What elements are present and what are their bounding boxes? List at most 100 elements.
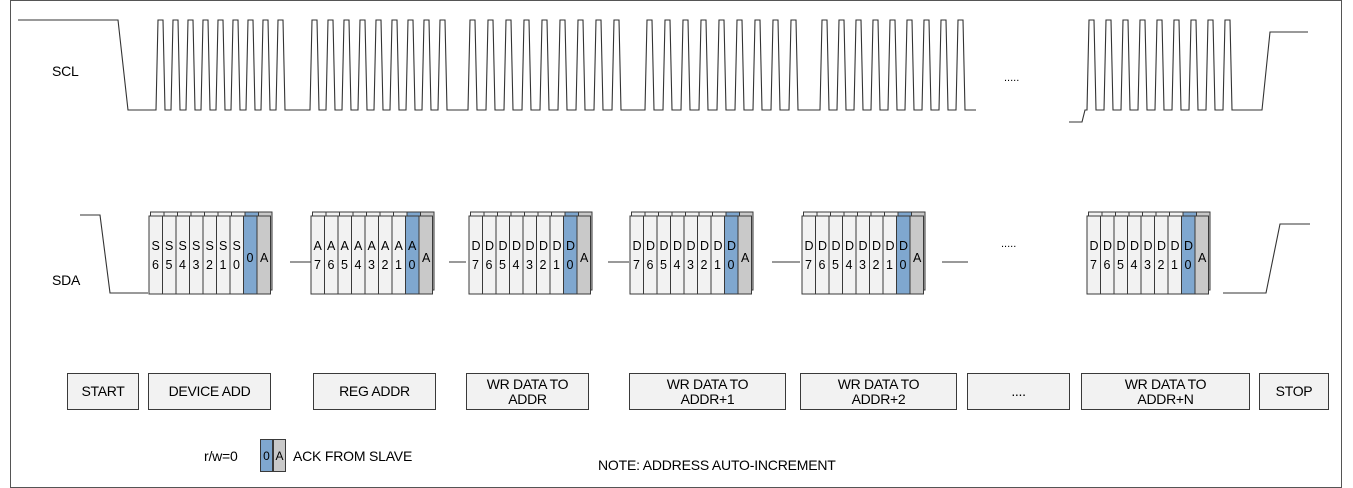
bit-digit: 3 xyxy=(1144,258,1151,272)
rw-bit-cell xyxy=(563,215,578,295)
bit-cell xyxy=(468,215,483,295)
bit-letter: D xyxy=(1090,239,1099,253)
note-text: NOTE: ADDRESS AUTO-INCREMENT xyxy=(598,457,836,473)
bit-digit: 6 xyxy=(152,258,159,272)
bit-letter: A xyxy=(395,239,404,253)
bit-digit: 1 xyxy=(553,258,560,272)
rw-bit-cell xyxy=(896,215,911,295)
bit-digit: 3 xyxy=(687,258,694,272)
bit-digit: 0 xyxy=(728,258,735,272)
bit-cell xyxy=(162,215,177,295)
bit-cell xyxy=(536,215,551,295)
bit-letter: S xyxy=(152,239,160,253)
scl-label: SCL xyxy=(52,63,79,79)
bit-cell xyxy=(522,215,537,295)
bit-cell xyxy=(482,215,497,295)
bit-cell xyxy=(1100,215,1115,295)
bit-cell xyxy=(391,215,406,295)
bit-digit: 4 xyxy=(355,258,362,272)
rw-bit-label: 0 xyxy=(247,251,254,265)
bit-cell xyxy=(643,215,658,295)
segment-start: START xyxy=(67,373,139,410)
bit-cell xyxy=(364,215,379,295)
segment-reg-addr: REG ADDR xyxy=(313,373,436,410)
bit-cell xyxy=(882,215,897,295)
bit-letter: D xyxy=(539,239,548,253)
legend-rw-zero-box: 0 xyxy=(260,439,273,472)
bit-cell xyxy=(324,215,339,295)
bit-letter: D xyxy=(1117,239,1126,253)
bit-letter: S xyxy=(192,239,200,253)
bit-letter: D xyxy=(1144,239,1153,253)
bit-digit: 3 xyxy=(526,258,533,272)
bit-cell xyxy=(683,215,698,295)
bit-cell xyxy=(1086,215,1101,295)
bit-letter: D xyxy=(633,239,642,253)
bit-digit: 5 xyxy=(1117,258,1124,272)
bit-cell xyxy=(629,215,644,295)
bit-letter: A xyxy=(381,239,390,253)
bit-digit: 7 xyxy=(633,258,640,272)
segment-wr-data-addr-plus-2: WR DATA TO ADDR+2 xyxy=(800,373,957,410)
bit-letter: D xyxy=(472,239,481,253)
bit-digit: 6 xyxy=(819,258,826,272)
ack-label: A xyxy=(422,251,431,265)
bit-letter: D xyxy=(1171,239,1180,253)
bit-digit: 7 xyxy=(1090,258,1097,272)
bit-cell xyxy=(175,215,190,295)
bit-digit: 3 xyxy=(368,258,375,272)
bit-cell xyxy=(337,215,352,295)
bit-letter: D xyxy=(899,239,908,253)
bit-digit: 2 xyxy=(206,258,213,272)
bit-digit: 0 xyxy=(1185,258,1192,272)
bit-letter: D xyxy=(1103,239,1112,253)
bit-digit: 4 xyxy=(179,258,186,272)
bit-cell xyxy=(351,215,366,295)
ack-bit-cell xyxy=(256,215,271,295)
rw-bit-cell xyxy=(405,215,420,295)
segment-wr-data-addr-plus-1: WR DATA TO ADDR+1 xyxy=(629,373,786,410)
bit-cell xyxy=(509,215,524,295)
bit-digit: 1 xyxy=(395,258,402,272)
bit-digit: 0 xyxy=(233,258,240,272)
bit-digit: 2 xyxy=(701,258,708,272)
bit-digit: 1 xyxy=(220,258,227,272)
bit-cell xyxy=(189,215,204,295)
bit-letter: A xyxy=(327,239,336,253)
bit-letter: D xyxy=(714,239,723,253)
bit-digit: 4 xyxy=(846,258,853,272)
bit-letter: D xyxy=(1130,239,1139,253)
bit-digit: 0 xyxy=(567,258,574,272)
bit-digit: 2 xyxy=(382,258,389,272)
bit-digit: 6 xyxy=(647,258,654,272)
bit-letter: D xyxy=(687,239,696,253)
bit-cell xyxy=(216,215,231,295)
bit-letter: D xyxy=(805,239,814,253)
bit-letter: D xyxy=(485,239,494,253)
sda-label: SDA xyxy=(52,272,81,288)
bit-digit: 1 xyxy=(714,258,721,272)
bit-cell xyxy=(1154,215,1169,295)
rw-bit-cell xyxy=(1181,215,1196,295)
bit-letter: A xyxy=(354,239,363,253)
bit-cell xyxy=(378,215,393,295)
bit-letter: D xyxy=(727,239,736,253)
bit-cell xyxy=(670,215,685,295)
bit-letter: S xyxy=(165,239,173,253)
bit-cell xyxy=(229,215,244,295)
segment-wr-data-addr: WR DATA TO ADDR xyxy=(466,373,589,410)
bit-digit: 6 xyxy=(486,258,493,272)
segment-stop: STOP xyxy=(1259,373,1329,410)
bit-cell xyxy=(842,215,857,295)
scl-ellipsis: ..... xyxy=(1004,72,1020,84)
segment-wr-data-addr-plus-n: WR DATA TO ADDR+N xyxy=(1081,373,1250,410)
bit-cell xyxy=(869,215,884,295)
scl-waveform xyxy=(18,19,1308,123)
bit-digit: 6 xyxy=(1104,258,1111,272)
bit-letter: A xyxy=(368,239,377,253)
bit-letter: D xyxy=(526,239,535,253)
bit-cell xyxy=(828,215,843,295)
bit-letter: D xyxy=(1184,239,1193,253)
bit-cell xyxy=(1113,215,1128,295)
bit-letter: D xyxy=(512,239,521,253)
